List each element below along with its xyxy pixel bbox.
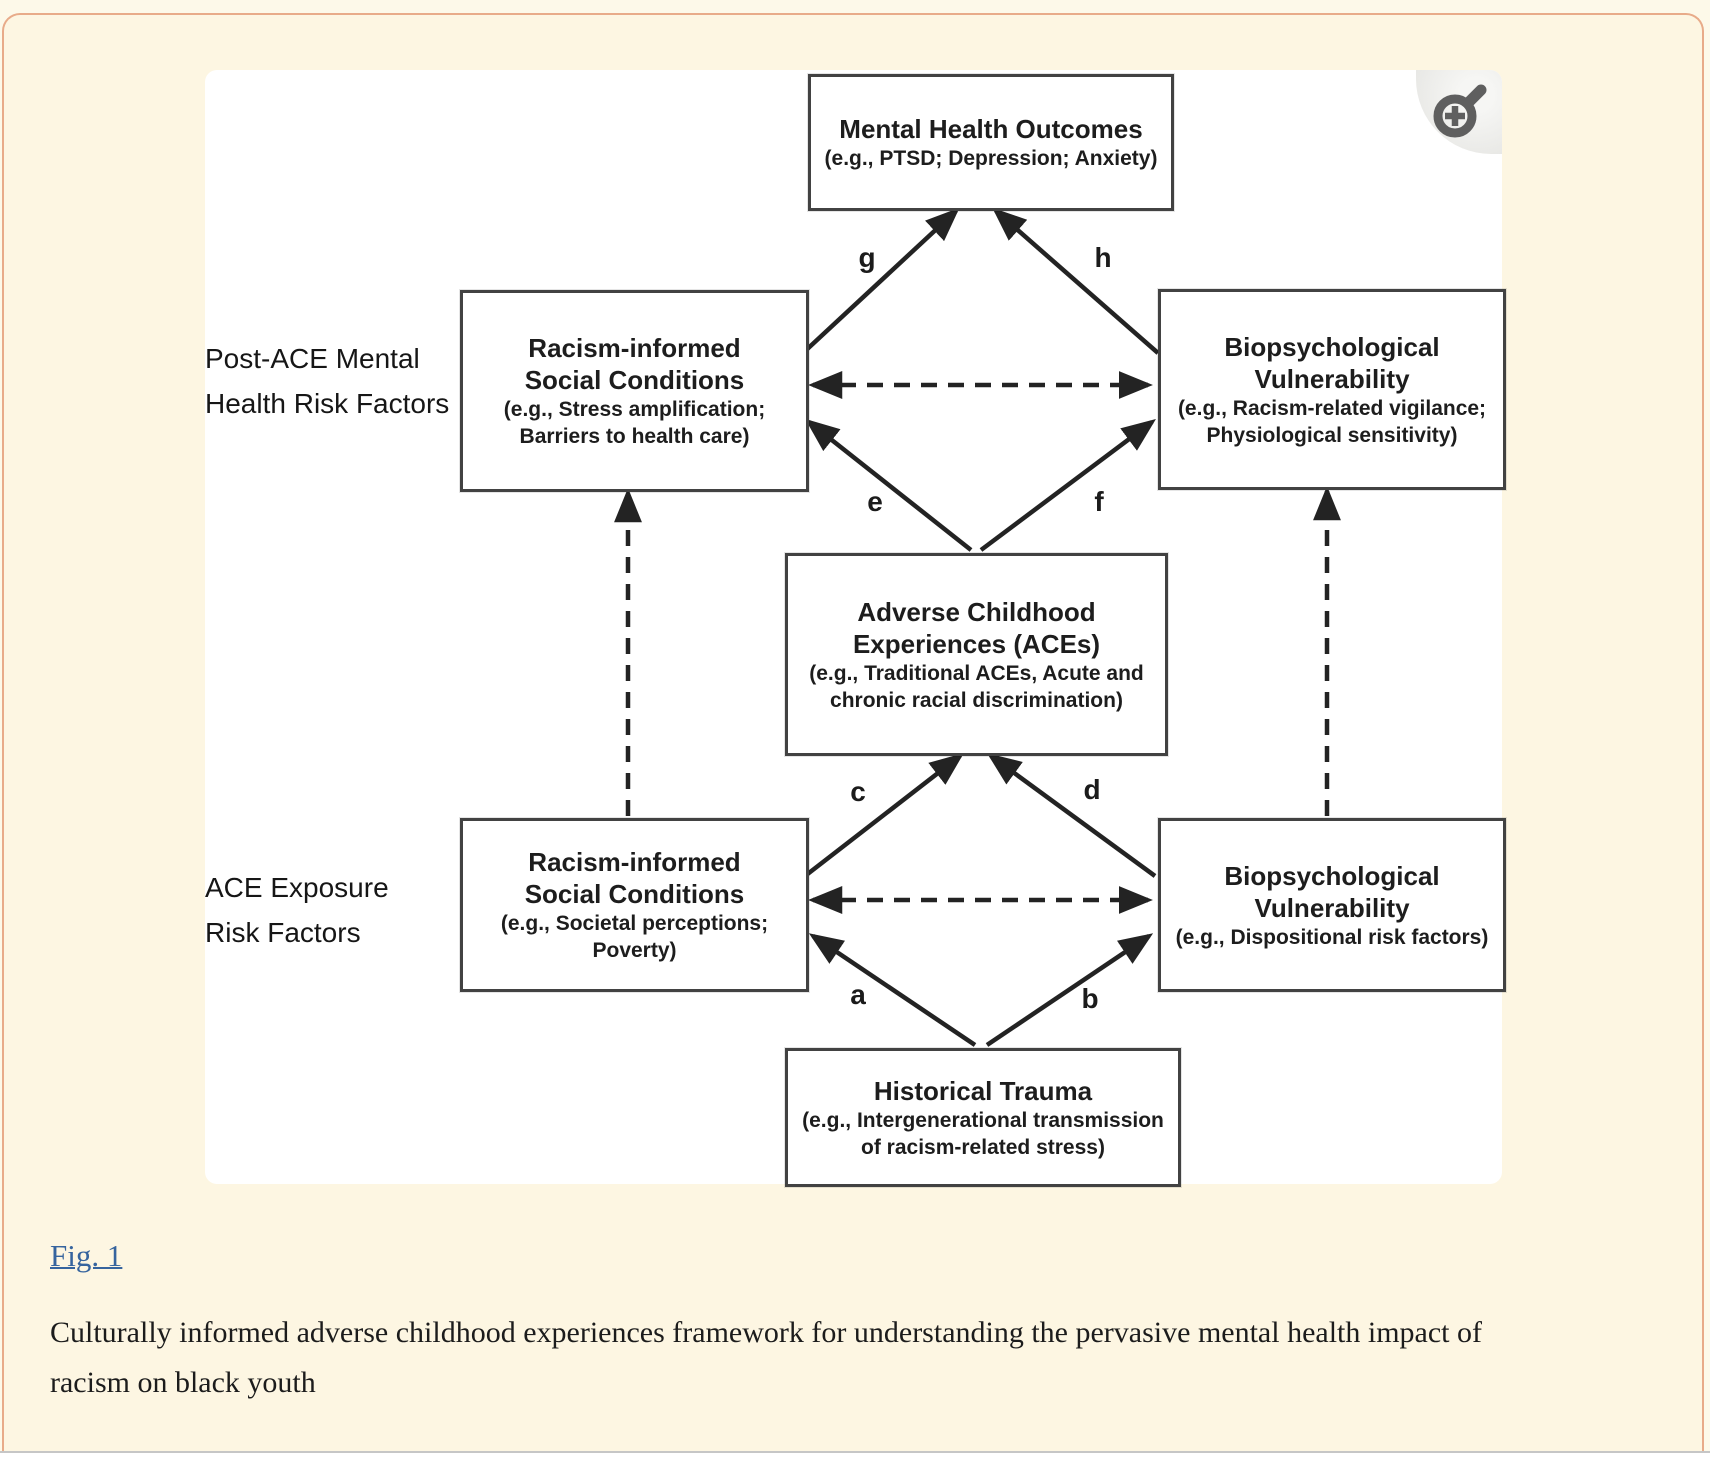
node-adverse-childhood-experiences: Adverse Childhood Experiences (ACEs) (e.…	[785, 553, 1168, 756]
edge-label-g: g	[858, 242, 876, 273]
edge-label-e: e	[867, 486, 883, 517]
arrow-c	[803, 752, 964, 878]
magnifier-plus-icon	[1433, 84, 1487, 138]
section-divider	[0, 1451, 1710, 1453]
node-title: Mental Health Outcomes	[839, 114, 1143, 144]
node-subtitle: (e.g., Stress amplification;	[503, 398, 766, 421]
node-title: Experiences (ACEs)	[852, 628, 1101, 659]
arrow-h	[992, 207, 1160, 355]
side-label-ace-exposure: ACE Exposure Risk Factors	[205, 872, 389, 948]
node-title: Racism-informed	[528, 847, 741, 877]
node-racism-informed-social-conditions-exposure: Racism-informed Social Conditions (e.g.,…	[460, 818, 809, 992]
node-title: Social Conditions	[524, 365, 745, 395]
arrow-a	[808, 933, 977, 1047]
edge-label-d: d	[1083, 774, 1101, 805]
node-subtitle: Barriers to health care)	[519, 425, 750, 448]
node-subtitle: (e.g., Racism-related vigilance;	[1177, 396, 1487, 420]
node-subtitle: chronic racial discrimination)	[830, 688, 1123, 712]
diagram-arrows	[614, 207, 1341, 1047]
arrow-g	[801, 207, 960, 355]
node-title: Biopsychological	[1224, 331, 1440, 362]
arrow-b	[985, 933, 1154, 1047]
arrow-e	[805, 418, 973, 552]
node-title: Social Conditions	[524, 879, 745, 909]
node-subtitle: (e.g., Intergenerational transmission	[802, 1108, 1164, 1132]
edge-label-b: b	[1081, 983, 1099, 1014]
node-title: Biopsychological	[1224, 860, 1440, 891]
node-subtitle: (e.g., Societal perceptions;	[500, 912, 769, 935]
edge-label-h: h	[1094, 242, 1112, 273]
edge-label-a: a	[850, 979, 866, 1010]
node-biopsychological-vulnerability-exposure: Biopsychological Vulnerability (e.g., Di…	[1158, 818, 1506, 992]
node-historical-trauma: Historical Trauma (e.g., Intergeneration…	[785, 1048, 1181, 1187]
node-title: Vulnerability	[1254, 892, 1410, 923]
arrow-f	[979, 419, 1156, 552]
node-subtitle: (e.g., Traditional ACEs, Acute and	[809, 661, 1144, 685]
node-subtitle: Physiological sensitivity)	[1206, 423, 1458, 447]
node-subtitle: (e.g., Dispositional risk factors)	[1175, 925, 1489, 949]
node-title: Racism-informed	[528, 333, 741, 363]
page-background-strip	[0, 1453, 1710, 1458]
node-mental-health-outcomes: Mental Health Outcomes (e.g., PTSD; Depr…	[808, 74, 1174, 211]
node-subtitle: Poverty)	[592, 939, 677, 962]
node-subtitle: of racism-related stress)	[861, 1135, 1105, 1159]
node-subtitle: (e.g., PTSD; Depression; Anxiety)	[824, 147, 1158, 170]
node-title: Historical Trauma	[873, 1075, 1093, 1106]
node-biopsychological-vulnerability-post: Biopsychological Vulnerability (e.g., Ra…	[1158, 289, 1506, 490]
node-racism-informed-social-conditions-post: Racism-informed Social Conditions (e.g.,…	[460, 290, 809, 492]
figure-link[interactable]: Fig. 1	[50, 1238, 123, 1273]
edge-label-c: c	[850, 776, 866, 807]
edge-label-f: f	[1094, 486, 1104, 517]
side-label-post-ace: Post-ACE Mental Health Risk Factors	[205, 343, 450, 419]
node-title: Adverse Childhood	[857, 596, 1096, 627]
node-title: Vulnerability	[1254, 363, 1410, 394]
figure-caption: Culturally informed adverse childhood ex…	[50, 1316, 1483, 1399]
zoom-in-button[interactable]	[1416, 70, 1502, 154]
figure-panel[interactable]: Mental Health Outcomes (e.g., PTSD; Depr…	[205, 70, 1506, 1187]
arrow-lines	[614, 207, 1341, 1047]
arrow-d	[987, 753, 1157, 878]
